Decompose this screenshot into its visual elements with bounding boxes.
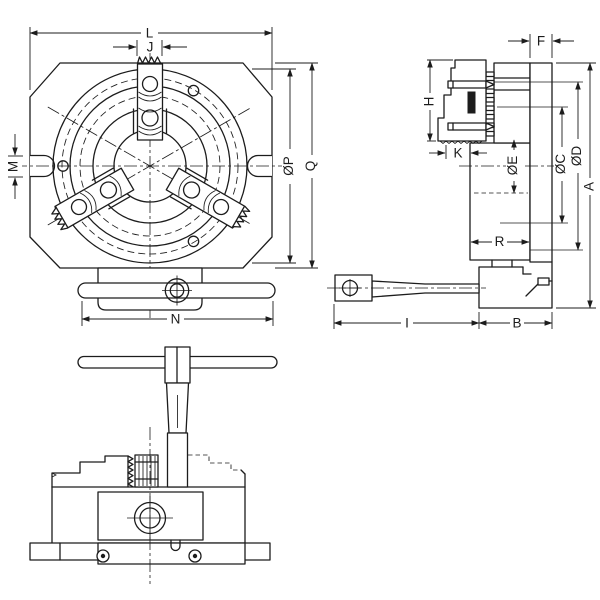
dim-L: L <box>29 26 273 90</box>
dim-D: ØD <box>569 81 586 251</box>
dim-label-b: B <box>512 316 521 331</box>
dim-label-p: ØP <box>281 156 296 176</box>
dim-label-f: F <box>537 34 545 49</box>
dim-J: J <box>113 40 187 56</box>
chuck-disc <box>493 62 531 144</box>
dim-label-k: K <box>453 146 462 161</box>
dim-label-r: R <box>495 234 505 249</box>
dim-label-h: H <box>422 97 437 107</box>
mount-flange <box>529 62 553 263</box>
jaw-tslot <box>467 91 476 114</box>
dim-K: K <box>429 145 487 161</box>
dim-Q: Q <box>275 62 320 269</box>
jaw-screw-lower <box>447 122 495 131</box>
dim-N: N <box>81 301 274 327</box>
base-bracket <box>478 261 553 309</box>
dim-label-n: N <box>171 312 181 327</box>
mount-hole <box>187 235 200 248</box>
pinion-gear <box>134 454 159 488</box>
jaw-top <box>132 56 168 141</box>
dim-M: M <box>6 134 23 199</box>
jaw-profile-left <box>51 455 129 488</box>
base-screw <box>96 549 110 563</box>
dim-R: R <box>470 234 530 249</box>
dim-P: ØP <box>252 68 298 264</box>
dim-A: A <box>556 62 597 309</box>
dim-label-d: ØD <box>569 146 584 167</box>
mount-hole <box>57 160 69 172</box>
dim-E: ØE <box>505 139 522 194</box>
jaw-profile-right-hidden <box>188 454 241 471</box>
dim-label-a: A <box>582 182 597 191</box>
front-view: L J M ØP <box>6 26 320 327</box>
dim-label-e: ØE <box>505 156 520 176</box>
dim-C: ØC <box>553 106 570 224</box>
dim-label-l: L <box>146 26 154 41</box>
dim-F: F <box>508 34 574 58</box>
side-view: F H K ØE ØC <box>327 34 597 331</box>
dim-I: I <box>333 304 480 331</box>
bottom-view <box>29 346 278 584</box>
jaw-screw-upper <box>447 80 495 89</box>
dim-label-i: I <box>405 316 409 331</box>
dim-B: B <box>478 312 553 331</box>
dim-H: H <box>422 59 453 142</box>
clamp-handle <box>327 274 486 302</box>
dim-label-m: M <box>6 161 21 172</box>
jaw-lower-left <box>51 167 135 231</box>
mount-hole <box>187 84 200 97</box>
dim-label-j: J <box>147 40 154 55</box>
jaw-lower-right <box>165 167 251 229</box>
jaw-side-profile <box>437 59 487 142</box>
dim-label-q: Q <box>303 161 318 172</box>
base-slide-block <box>97 491 204 541</box>
dim-label-c: ØC <box>553 154 568 175</box>
base-screw <box>188 549 202 563</box>
